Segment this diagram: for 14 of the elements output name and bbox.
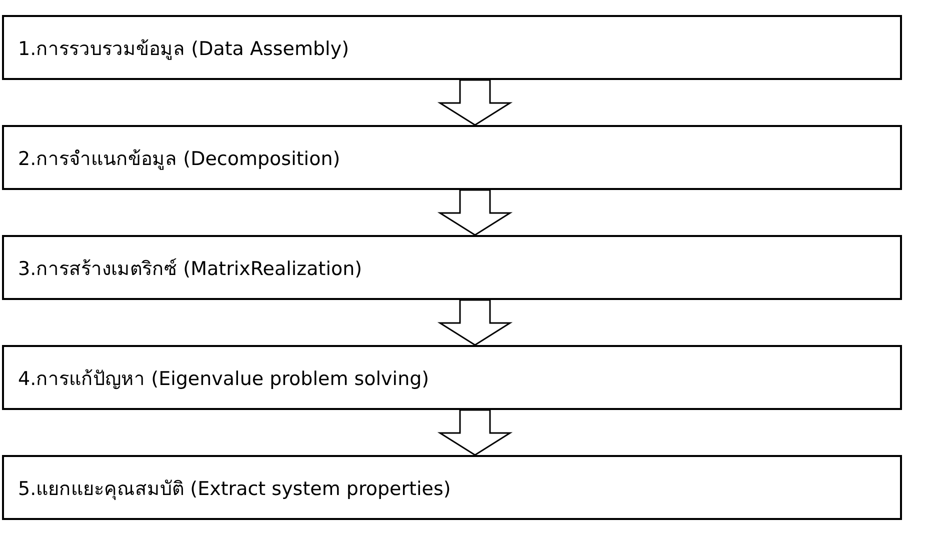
hollow-arrow [437,189,513,236]
step-label: 2.การจำแนกข้อมูล (Decomposition) [18,146,340,172]
process-box [2,345,902,410]
step-label: 1.การรวบรวมข้อมูล (Data Assembly) [18,36,349,62]
process-box [2,125,902,190]
step-label: 4.การแก้ปัญหา (Eigenvalue problem solving) [18,366,430,392]
process-box [2,15,902,80]
hollow-arrow [437,79,513,126]
step-label: 3.การสร้างเมตริกซ์ (MatrixRealization) [18,256,362,282]
process-box [2,455,902,520]
process-box [2,235,902,300]
hollow-arrow [437,299,513,346]
step-label: 5.แยกแยะคุณสมบัติ (Extract system properties) [18,476,451,502]
hollow-arrow [437,409,513,456]
